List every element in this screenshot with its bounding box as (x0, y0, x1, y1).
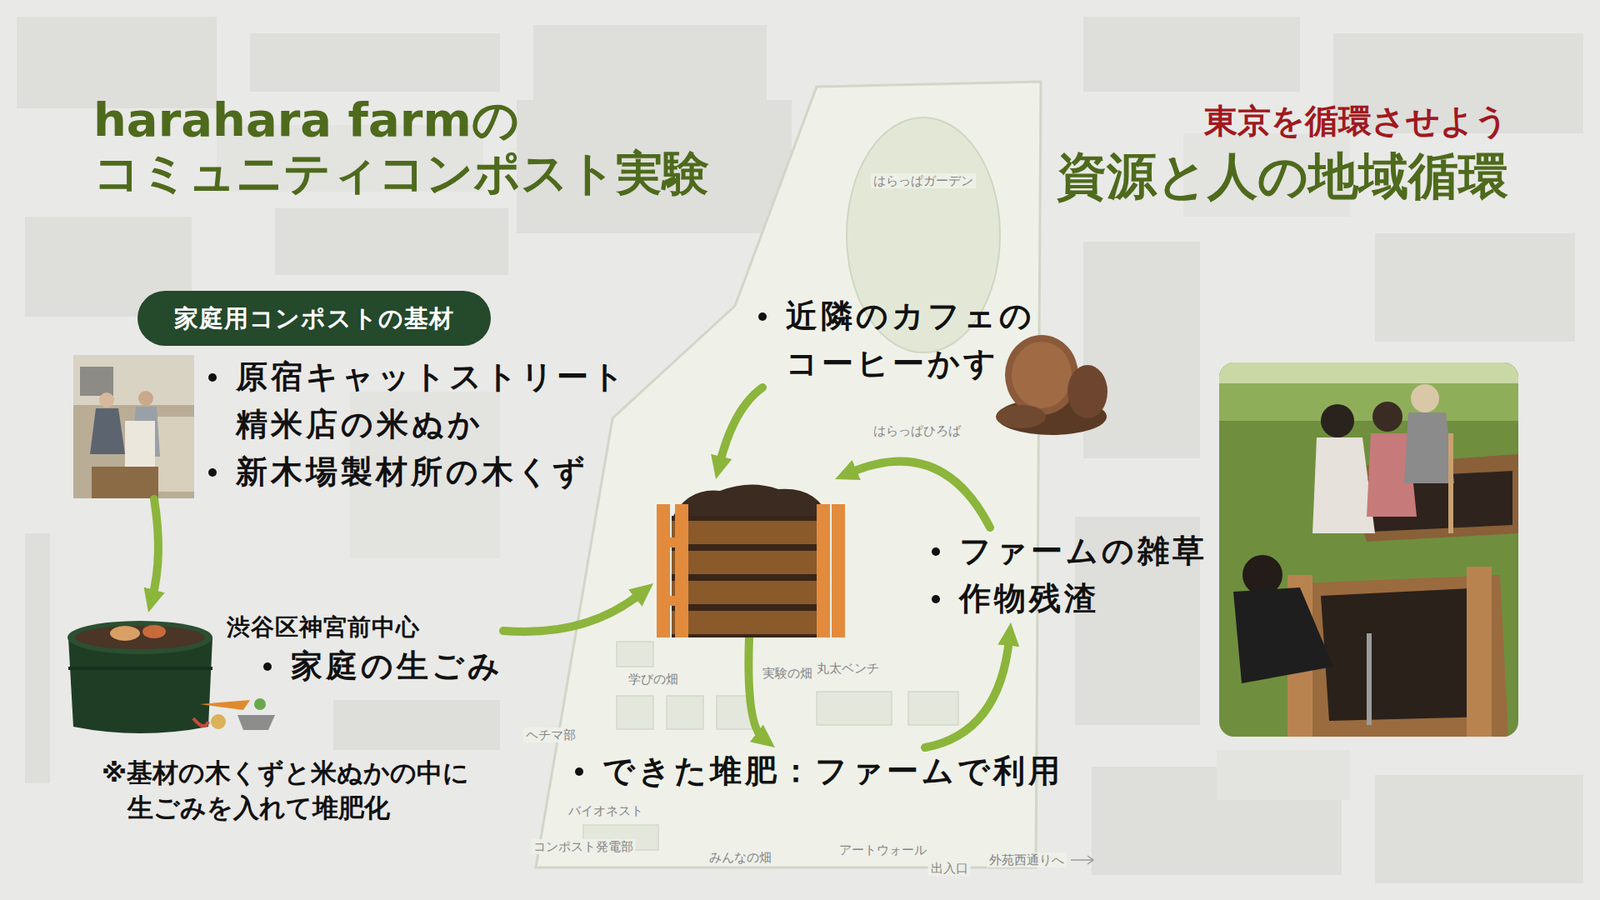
road-arrow-head (1087, 855, 1094, 865)
field-plots (583, 641, 959, 850)
map-label: 出入口 (928, 860, 971, 876)
road-arrow (1070, 859, 1094, 861)
bullet-dot (931, 547, 940, 556)
node-text: 家庭の生ごみ (290, 642, 504, 690)
bullet-item: ファームの雑草 (923, 527, 1208, 575)
farm-photo (1219, 362, 1519, 737)
map-label: はらっぱひろば (870, 423, 964, 439)
bullet-item: 原宿キャットストリート 精米店の米ぬか (200, 353, 653, 449)
map-label: コンポスト発電部 (530, 839, 636, 855)
bullet-dot (208, 373, 217, 382)
bullet-item: 作物残渣 (923, 575, 1208, 623)
map-label: 外苑西通りへ (986, 852, 1067, 868)
flow-arrow (925, 637, 1010, 748)
category-pill: 家庭用コンポストの基材 (137, 290, 491, 346)
footnote: ※基材の木くずと米ぬかの中に 生ごみを入れて堆肥化 (101, 755, 528, 825)
coffee-group: 近隣のカフェの コーヒーかす (750, 292, 1053, 388)
bullet-dot (263, 662, 272, 671)
sub-heading: 東京を循環させよう (1204, 100, 1509, 142)
farm-residue-group: ファームの雑草作物残渣 (923, 527, 1208, 623)
node-text: 近隣のカフェの コーヒーかす (785, 292, 1053, 388)
map-label: 実験の畑 (760, 665, 815, 681)
node-text: 家庭用コンポストの基材 (174, 290, 455, 346)
node-text: 渋谷区神宮前中心 (226, 612, 504, 643)
compost-crate (653, 479, 847, 638)
bullet-dot (931, 595, 940, 604)
map-label: アートウォール (836, 842, 930, 858)
coffee-grounds-image (995, 335, 1108, 435)
bullet-dot (758, 312, 767, 321)
household-group: 渋谷区神宮前中心家庭の生ごみ (60, 612, 504, 734)
rice-bran-photo (73, 355, 195, 499)
map-label: ヘチマ部 (523, 727, 579, 743)
main-heading: 資源と人の地域循環 (1056, 146, 1509, 205)
flow-arrow (849, 461, 990, 528)
bullet-item: 近隣のカフェの コーヒーかす (750, 292, 1053, 388)
bullet-dot (575, 767, 584, 776)
node-text: できた堆肥：ファームで利用 (602, 747, 1064, 795)
map-label: バイオネスト (565, 803, 646, 819)
node-text: 新木場製材所の木くず (235, 448, 653, 496)
flow-arrow (152, 499, 159, 599)
bullet-item: できた堆肥：ファームで利用 (566, 747, 1064, 795)
map-label: はらっぱガーデン (870, 173, 976, 189)
node-text: 作物残渣 (959, 575, 1208, 623)
diagram-title: harahara farmの コミュニティコンポスト実験 (93, 93, 844, 200)
node-text: ファームの雑草 (959, 527, 1208, 575)
map-label: 学びの畑 (625, 671, 681, 687)
material-group: 原宿キャットストリート 精米店の米ぬか新木場製材所の木くず (73, 353, 653, 500)
crate-drawing (653, 479, 847, 638)
flow-arrow (503, 592, 642, 632)
bullet-item: 家庭の生ごみ (255, 642, 504, 690)
node-text: 原宿キャットストリート 精米店の米ぬか (235, 353, 653, 449)
map-label: 丸太ベンチ (814, 660, 882, 676)
output-group: できた堆肥：ファームで利用 (566, 747, 1064, 795)
bullet-dot (208, 468, 217, 477)
bullet-item: 新木場製材所の木くず (200, 448, 653, 496)
map-label: みんなの畑 (706, 850, 775, 865)
flow-arrow (748, 637, 763, 739)
flow-arrow (719, 387, 763, 465)
